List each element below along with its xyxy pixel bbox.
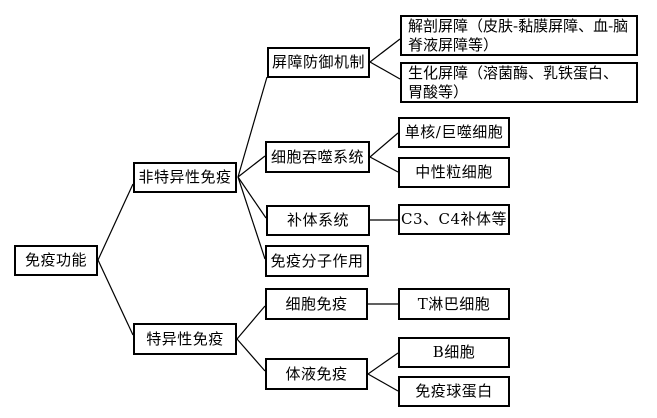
- edge-humoral-immunoglobulin: [367, 373, 399, 392]
- edge-humoral-bcell: [367, 352, 399, 375]
- node-complement-system: 补体系统: [266, 205, 370, 236]
- edge-specific-humoral: [236, 338, 266, 372]
- node-nonspecific-immunity: 非特异性免疫: [133, 162, 237, 193]
- edge-phagocyte-neutrophil: [369, 156, 399, 173]
- node-specific-immunity: 特异性免疫: [133, 323, 237, 355]
- node-immune-function: 免疫功能: [14, 245, 98, 276]
- edge-root-specific: [97, 259, 134, 336]
- edge-nonspecific-molecule: [237, 176, 266, 260]
- node-immune-molecule: 免疫分子作用: [265, 245, 369, 277]
- edge-nonspecific-phagocyte: [237, 155, 266, 178]
- node-c3-c4-complement: C3、C4补体等: [398, 204, 510, 235]
- node-immunoglobulin: 免疫球蛋白: [398, 376, 510, 407]
- edge-phagocyte-monocyte: [369, 132, 399, 158]
- node-phagocytic-system: 细胞吞噬系统: [265, 141, 370, 173]
- node-humoral-immunity: 体液免疫: [265, 358, 368, 390]
- node-biochemical-barrier: 生化屏障（溶菌酶、乳铁蛋白、胃酸等）: [400, 62, 638, 103]
- edge-root-nonspecific: [97, 183, 134, 261]
- node-monocyte-macrophage: 单核/巨噬细胞: [398, 117, 510, 148]
- edge-barrier-biochemical: [369, 61, 401, 80]
- edge-barrier-anatomical: [369, 38, 401, 63]
- node-anatomical-barrier: 解剖屏障（皮肤-黏膜屏障、血-脑脊液屏障等）: [400, 15, 638, 56]
- node-neutrophil: 中性粒细胞: [398, 157, 510, 188]
- edge-specific-cellular: [236, 305, 266, 340]
- edge-nonspecific-complement: [237, 176, 267, 219]
- node-b-cell: B细胞: [398, 337, 510, 368]
- node-barrier-defense: 屏障防御机制: [267, 47, 370, 78]
- edge-nonspecific-barrier: [237, 76, 268, 178]
- node-t-lymphocyte: T淋巴细胞: [398, 288, 510, 320]
- node-cellular-immunity: 细胞免疫: [265, 288, 368, 320]
